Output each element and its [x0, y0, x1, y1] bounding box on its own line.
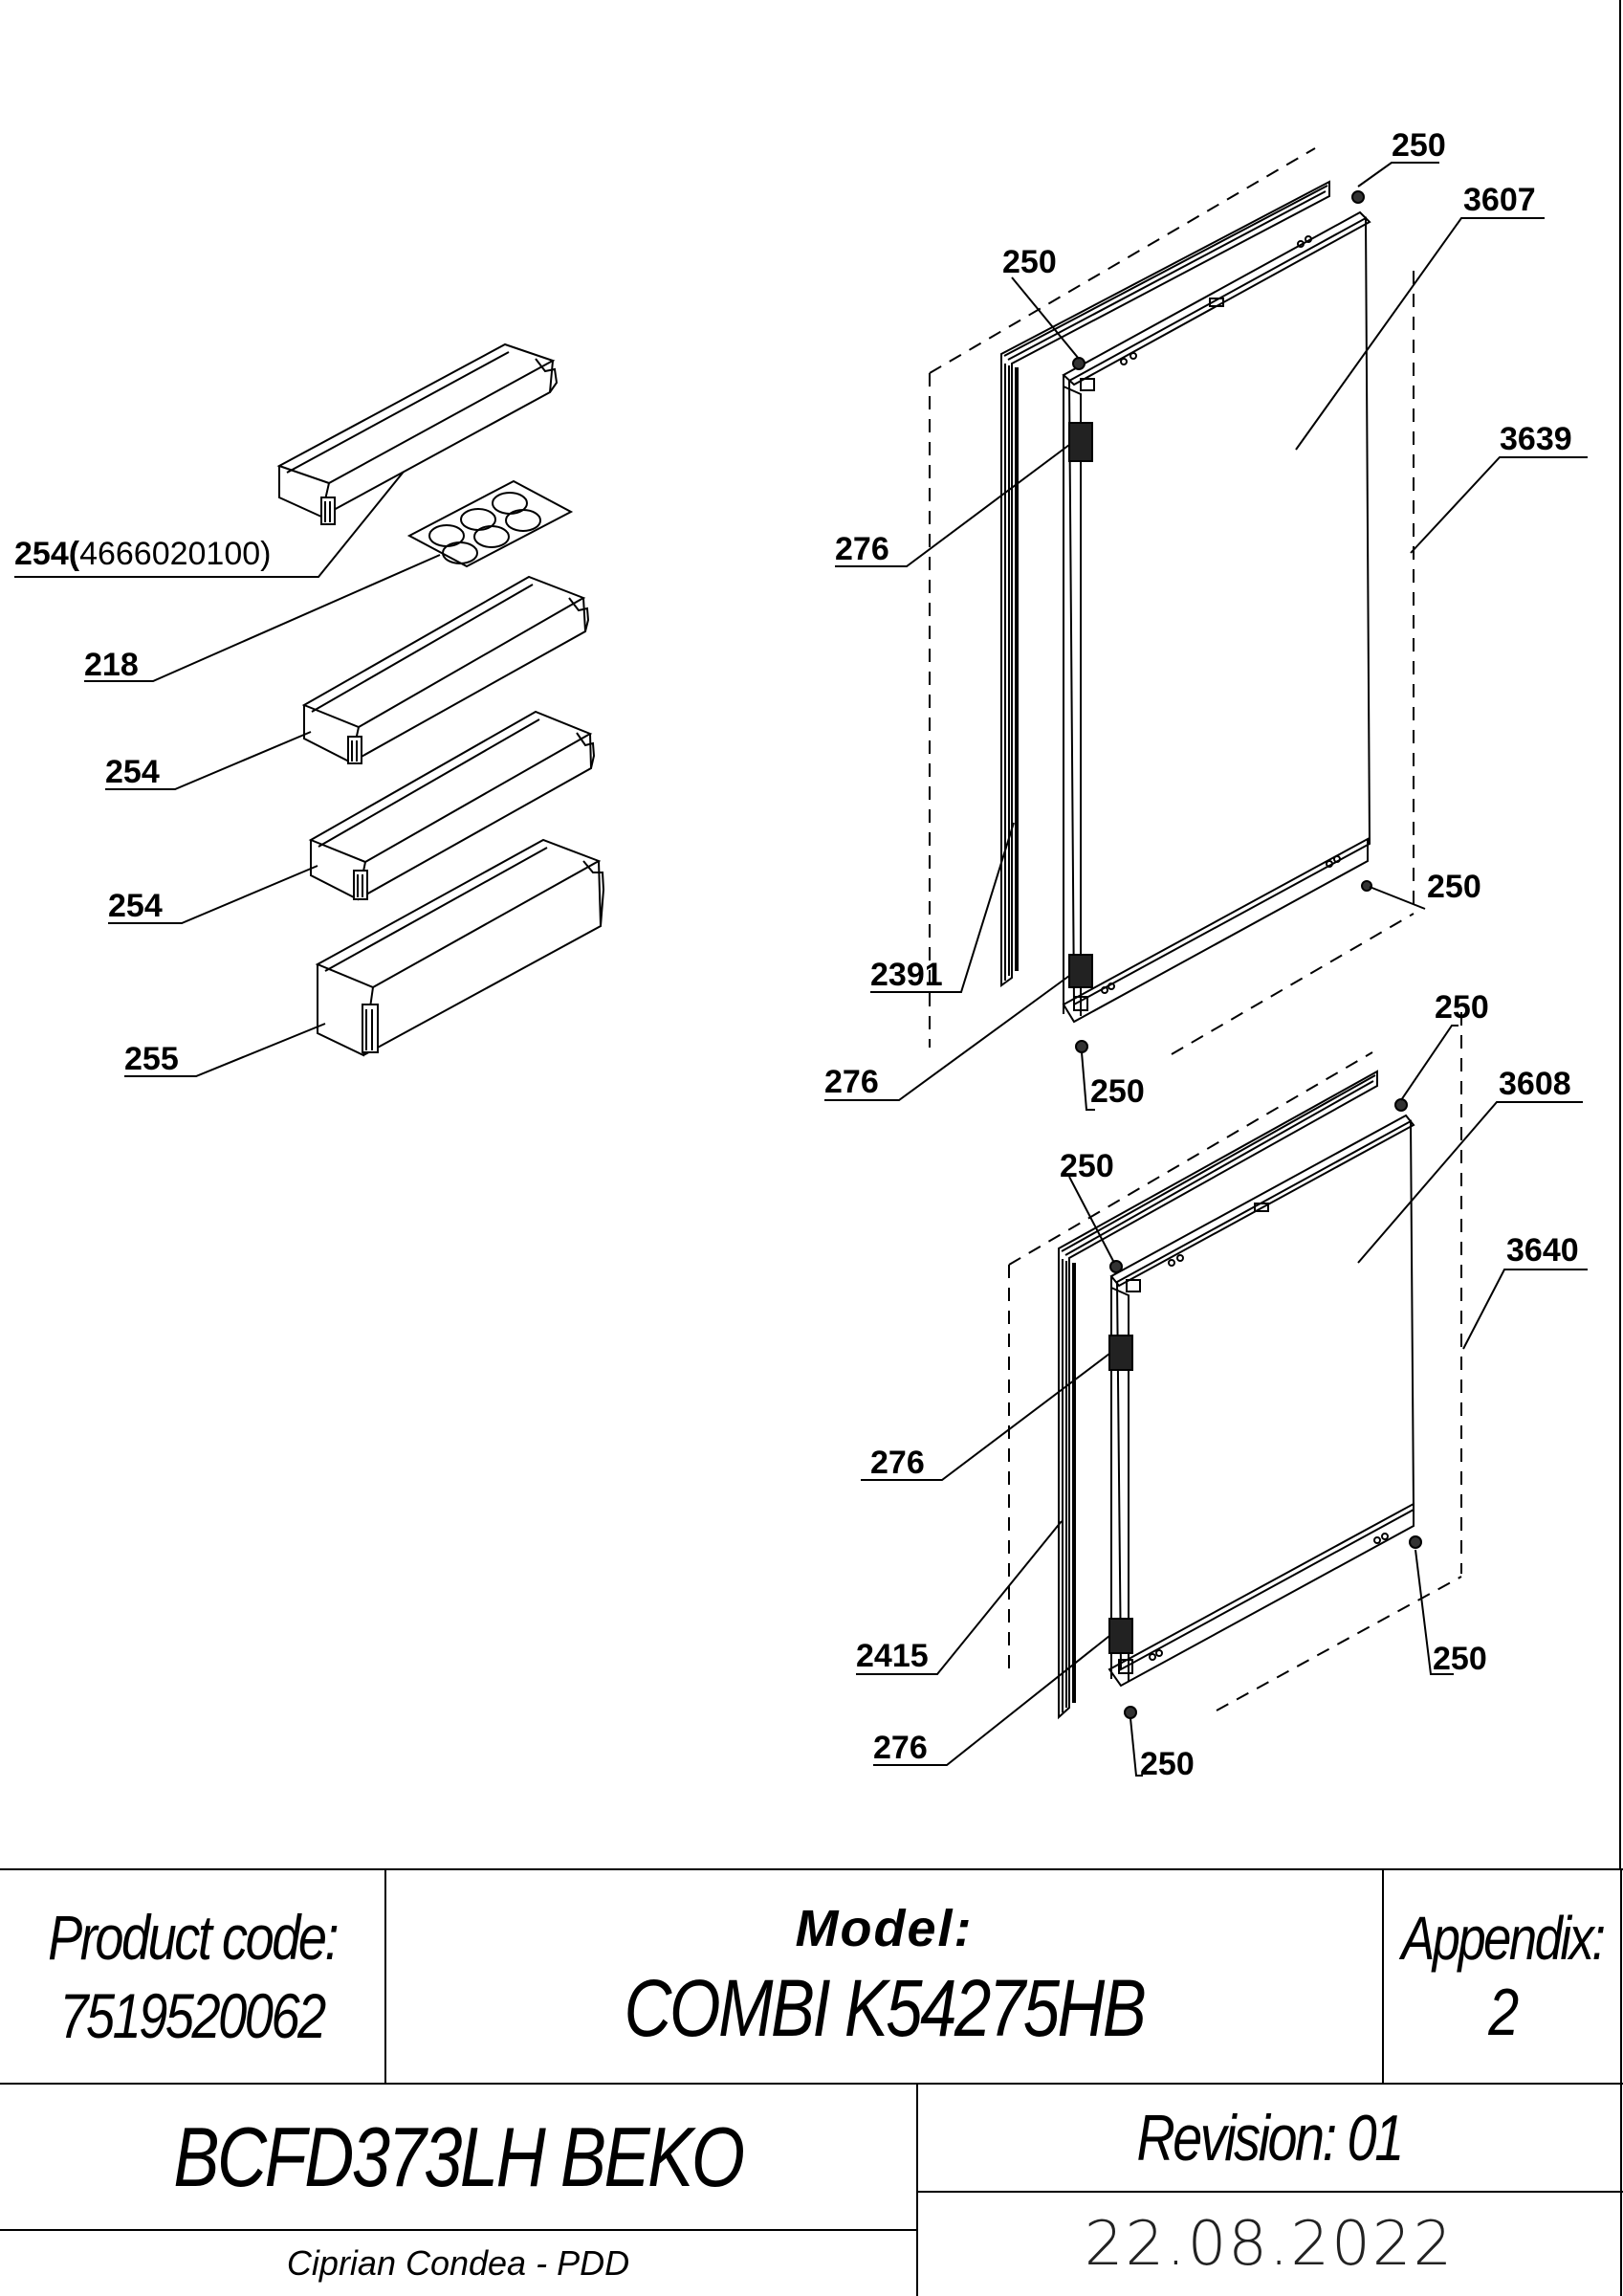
- product-code-value: 7519520062: [59, 1980, 327, 2051]
- callout-254-b: 254: [108, 888, 163, 924]
- callout-250-upper-left: 250: [1002, 244, 1057, 280]
- callout-254-a: 254: [105, 754, 160, 790]
- callout-250-mid-left: 250: [1090, 1073, 1145, 1110]
- callout-250-mid-right: 250: [1435, 989, 1489, 1026]
- callout-3639: 3639: [1500, 421, 1572, 457]
- model-label: Model:: [795, 1899, 974, 1957]
- date-cell: 22.08.2022: [918, 2193, 1620, 2296]
- date: 22.08.2022: [1084, 2209, 1455, 2280]
- product-code-cell: Product code: 7519520062: [0, 1870, 384, 2083]
- model-cell: Model: COMBI K54275HB: [386, 1870, 1382, 2083]
- callout-218: 218: [84, 647, 139, 683]
- callout-254-code: 254(4666020100): [14, 536, 271, 572]
- callout-255: 255: [124, 1041, 179, 1077]
- appendix-label: Appendix:: [1400, 1904, 1606, 1973]
- appendix-cell: Appendix: 2: [1384, 1870, 1620, 2083]
- callout-3607: 3607: [1463, 182, 1536, 218]
- callout-250-lower-left: 250: [1060, 1148, 1114, 1184]
- callout-250-top: 250: [1392, 127, 1446, 164]
- door-shelf-top: [276, 342, 559, 525]
- callout-250-bottom: 250: [1140, 1746, 1195, 1782]
- product-code-label: Product code:: [48, 1902, 339, 1973]
- callout-3640: 3640: [1506, 1232, 1579, 1269]
- callout-250-lower-right: 250: [1433, 1641, 1487, 1677]
- appendix-value: 2: [1487, 1975, 1519, 2049]
- callout-2415: 2415: [856, 1638, 929, 1674]
- upper-door-assembly: [929, 147, 1415, 1055]
- callout-276-c: 276: [870, 1445, 925, 1481]
- dealer-model: BCFD373LH BEKO: [173, 2108, 745, 2204]
- revision-cell: Revision: 01: [918, 2085, 1620, 2191]
- author-cell: Ciprian Condea - PDD: [0, 2231, 916, 2296]
- callout-3608: 3608: [1499, 1066, 1571, 1102]
- door-shelf-2: [301, 575, 590, 764]
- callout-2391: 2391: [870, 957, 943, 993]
- egg-tray: [406, 479, 574, 568]
- dealer-model-cell: BCFD373LH BEKO: [0, 2085, 916, 2229]
- revision: Revision: 01: [1136, 2101, 1404, 2175]
- door-shelf-3: [308, 710, 596, 901]
- lower-door-assembly: [1008, 1012, 1462, 1720]
- callout-250-upper-right: 250: [1427, 869, 1481, 905]
- door-shelf-bottom: [315, 838, 605, 1057]
- author: Ciprian Condea - PDD: [286, 2243, 630, 2283]
- door-leader-lines: [824, 162, 1588, 1777]
- callout-labels: 254(4666020100) 218 254 254 255 250 3607…: [14, 127, 1579, 1782]
- callout-276-b: 276: [824, 1064, 879, 1100]
- callout-276-d: 276: [873, 1730, 928, 1766]
- shelf-leader-lines: [14, 471, 441, 1077]
- callout-276-a: 276: [835, 531, 889, 567]
- model-value: COMBI K54275HB: [624, 1962, 1147, 2053]
